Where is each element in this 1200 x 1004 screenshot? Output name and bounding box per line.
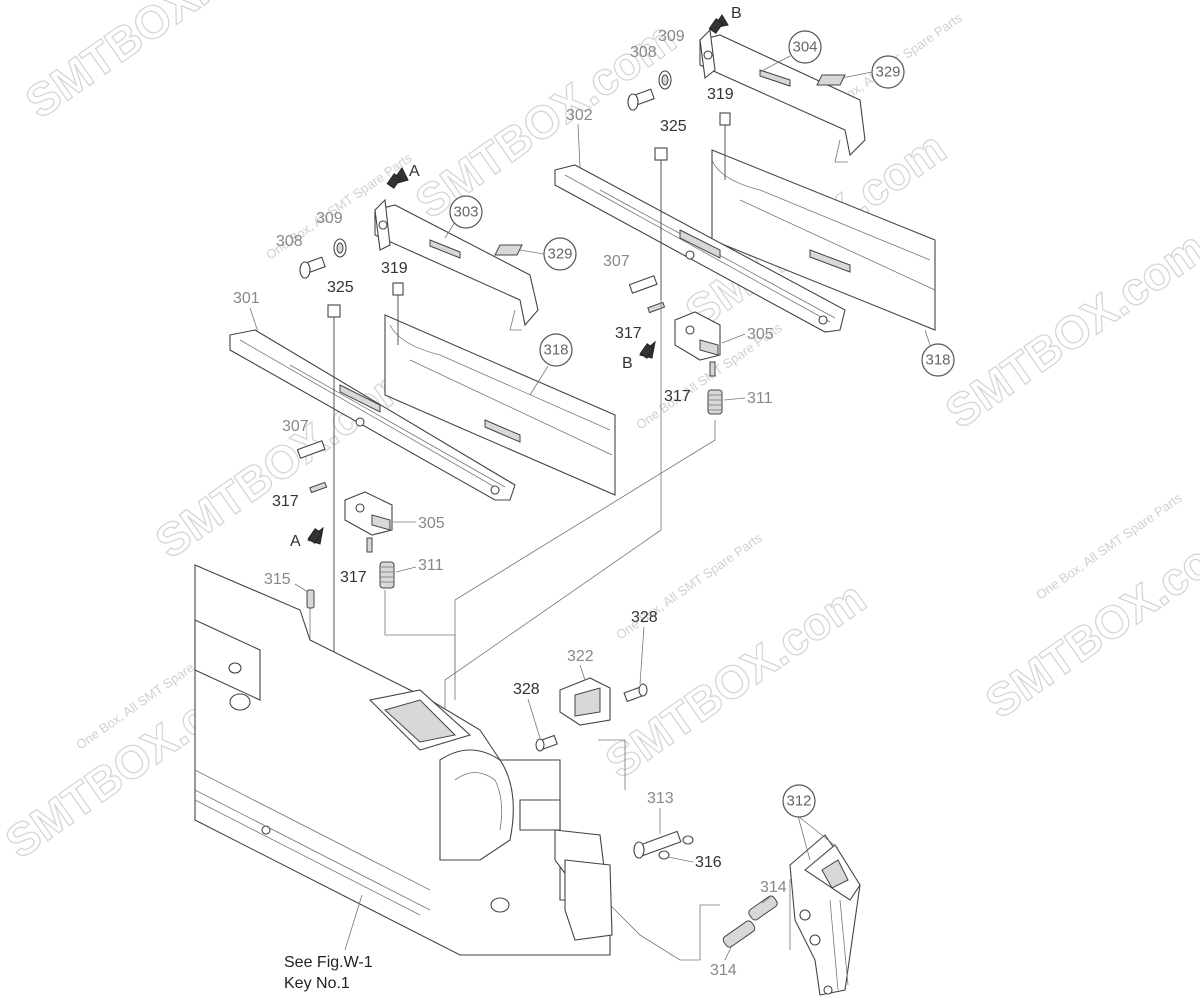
- washer-309-upper: [658, 70, 672, 90]
- pin-317-left-b: [366, 537, 373, 553]
- arrow-b-bottom: [638, 340, 656, 359]
- label-309-left: 309: [316, 210, 343, 227]
- label-307-right: 307: [603, 253, 630, 270]
- base-frame: [194, 564, 613, 956]
- label-311-right: 311: [747, 390, 773, 407]
- reference-note: See Fig.W-1 Key No.1: [284, 894, 373, 992]
- pin-313: [633, 830, 682, 859]
- callout-circle-318-right: [921, 343, 955, 377]
- callout-303: 303: [453, 204, 478, 221]
- label-319-upper: 319: [707, 86, 734, 103]
- spring-311-right: [707, 389, 723, 415]
- screw-328-left: [535, 734, 558, 752]
- spring-314-lower: [722, 920, 756, 948]
- arrow-a-bottom: [306, 526, 324, 545]
- callout-circle-303: [449, 195, 483, 229]
- callout-304: 304: [792, 39, 817, 56]
- note-line-2: Key No.1: [284, 975, 350, 992]
- washer-309-left: [333, 238, 347, 258]
- label-317-right-a: 317: [615, 325, 642, 342]
- callout-circle-329-upper: [871, 55, 905, 89]
- label-301: 301: [233, 290, 260, 307]
- circled-callouts: 304 329 303 329 318 318 312: [444, 30, 955, 861]
- label-308-left: 308: [276, 233, 303, 250]
- label-314-upper: 314: [760, 879, 787, 896]
- label-tag-329-upper: [816, 74, 846, 86]
- label-317-left-b: 317: [340, 569, 367, 586]
- callout-318-right: 318: [925, 352, 950, 369]
- rail-301: [229, 329, 516, 501]
- callout-329-upper: 329: [875, 64, 900, 81]
- watermark-brand: SMTBOX.com: [16, 0, 295, 128]
- arrow-b-top: [708, 14, 729, 34]
- e-clip-316: [658, 835, 694, 860]
- label-325-upper: 325: [660, 118, 687, 135]
- screw-319-left: [392, 282, 404, 345]
- pin-317-right-a: [647, 301, 666, 314]
- label-319-left: 319: [381, 260, 408, 277]
- label-317-right-b: 317: [664, 388, 691, 405]
- label-317-left-a: 317: [272, 493, 299, 510]
- label-302: 302: [566, 107, 593, 124]
- callout-318-left: 318: [543, 342, 568, 359]
- block-305-left: [344, 491, 393, 536]
- spring-311-left: [379, 561, 395, 589]
- label-315: 315: [264, 571, 291, 588]
- watermark-brand: SMTBOX.com: [146, 351, 425, 568]
- label-305-right: 305: [747, 326, 774, 343]
- pin-317-left-a: [309, 481, 328, 494]
- callout-312: 312: [786, 793, 811, 810]
- label-313: 313: [647, 790, 674, 807]
- bracket-304: [699, 28, 866, 163]
- pin-315: [306, 589, 315, 609]
- pin-307-right: [628, 275, 658, 294]
- label-328-lower: 328: [513, 681, 540, 698]
- bracket-303: [374, 198, 539, 331]
- label-tag-329-left: [494, 244, 523, 256]
- rail-302: [554, 164, 846, 333]
- callout-circle-318-left: [539, 333, 573, 367]
- arrow-label-b-bottom: B: [622, 355, 633, 372]
- pin-308-left: [299, 256, 326, 279]
- label-307-left: 307: [282, 418, 309, 435]
- part-number-labels: 302 301 308 309 319 325 307 317 305 317 …: [233, 28, 787, 979]
- block-305-right: [674, 311, 721, 361]
- bracket-322: [559, 677, 611, 726]
- arrow-a-top: [386, 167, 409, 189]
- spring-314-upper: [748, 895, 778, 921]
- section-arrow-letters: B B A A: [290, 5, 742, 550]
- pin-308-upper: [627, 88, 655, 111]
- callout-circle-329-left: [543, 237, 577, 271]
- callout-circle-312: [782, 784, 816, 818]
- screw-325-upper: [654, 147, 668, 300]
- arrow-label-b-top: B: [731, 5, 742, 22]
- watermark-brand: SMTBOX.com: [936, 221, 1200, 438]
- label-309-upper: 309: [658, 28, 685, 45]
- arrow-label-a-top: A: [409, 163, 420, 180]
- label-316: 316: [695, 854, 722, 871]
- arrow-label-a-bottom: A: [290, 533, 301, 550]
- screw-328-right: [623, 683, 648, 703]
- watermark-brand: SMTBOX.com: [596, 571, 875, 788]
- label-314-lower: 314: [710, 962, 737, 979]
- watermark-brand: SMTBOX.com: [976, 511, 1200, 728]
- cover-318-right: [711, 149, 936, 331]
- label-325-left: 325: [327, 279, 354, 296]
- pin-307-left: [296, 440, 326, 459]
- levers-312: [789, 834, 861, 996]
- label-328-upper: 328: [631, 609, 658, 626]
- label-311-left: 311: [418, 557, 444, 574]
- cover-318-left: [384, 314, 616, 496]
- note-line-1: See Fig.W-1: [284, 954, 373, 971]
- callout-329-left: 329: [547, 246, 572, 263]
- screw-325-left: [327, 304, 341, 700]
- label-305-left: 305: [418, 515, 445, 532]
- pin-317-right-b: [709, 361, 716, 377]
- label-308-upper: 308: [630, 44, 657, 61]
- label-322: 322: [567, 648, 594, 665]
- callout-circle-304: [788, 30, 822, 64]
- screw-319-upper: [719, 112, 731, 180]
